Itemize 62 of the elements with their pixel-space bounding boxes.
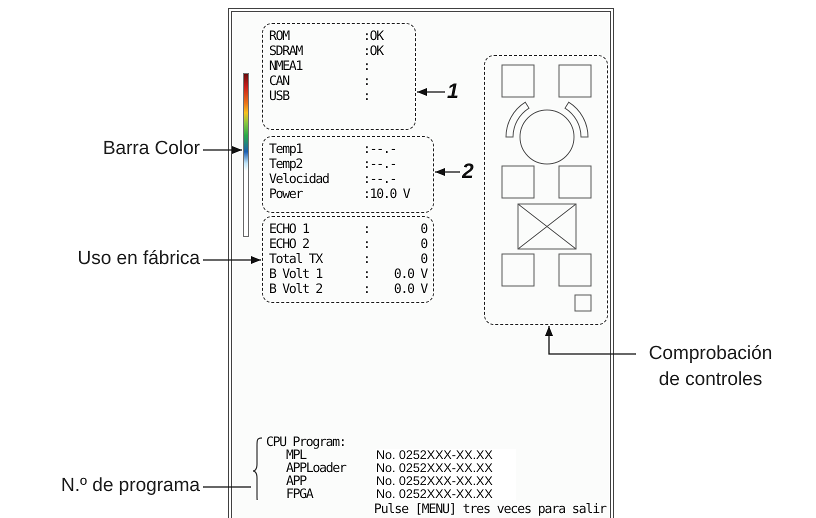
item-name: NMEA1 — [269, 59, 304, 74]
item-value: : — [363, 252, 371, 267]
callout-label: Comprobación de controles — [648, 342, 774, 392]
item-name: Power — [269, 187, 304, 202]
item-value: : — [363, 267, 371, 282]
program-heading: CPU Program: — [266, 436, 347, 449]
item-name: Temp1 — [269, 142, 304, 157]
callout-number: 2 — [462, 159, 474, 185]
controls-check-panel — [484, 55, 608, 325]
display-screen — [228, 8, 614, 518]
item-value: : — [363, 222, 371, 237]
arrow — [417, 88, 445, 96]
program-number: No. 0252XXX-XX.XX — [376, 462, 516, 475]
arrow — [545, 326, 636, 355]
program-name: FPGA — [285, 488, 314, 500]
item-value: : — [363, 237, 371, 252]
item-value: 0.0 V — [392, 267, 427, 282]
item-name: Total TX — [269, 252, 324, 267]
item-name: Temp2 — [269, 157, 304, 172]
item-name: ECHO 1 — [269, 222, 310, 237]
item-value: :--.- — [363, 142, 398, 157]
status-panel — [262, 216, 434, 303]
item-name: ECHO 2 — [269, 237, 310, 252]
program-number: No. 0252XXX-XX.XX — [376, 475, 516, 488]
item-value: 0 — [419, 222, 427, 237]
item-value: 0 — [419, 252, 427, 267]
callout-number: 1 — [447, 79, 459, 105]
program-number: No. 0252XXX-XX.XX — [376, 449, 516, 462]
item-value: 0 — [419, 237, 427, 252]
item-value: :OK — [363, 29, 384, 44]
program-name: APP — [285, 475, 306, 488]
item-value: 0.0 V — [392, 282, 427, 297]
color-bar — [243, 73, 249, 237]
callout-label: N.º de programa — [61, 474, 200, 498]
item-name: ROM — [269, 29, 290, 44]
item-value: :OK — [363, 44, 384, 59]
arrow — [203, 256, 261, 264]
item-value: :--.- — [363, 172, 398, 187]
status-panel — [262, 23, 416, 130]
item-name: SDRAM — [269, 44, 304, 59]
status-panel — [262, 136, 434, 213]
item-value: :10.0 V — [363, 187, 411, 202]
program-number: No. 0252XXX-XX.XX — [376, 488, 516, 500]
item-name: B Volt 2 — [269, 282, 324, 297]
arrow — [203, 146, 242, 154]
item-value: : — [363, 74, 371, 89]
exit-instruction: Pulse [MENU] tres veces para salir — [374, 503, 606, 517]
item-name: USB — [269, 89, 290, 104]
item-value: :--.- — [363, 157, 398, 172]
item-name: Velocidad — [269, 172, 330, 187]
program-list — [252, 436, 516, 500]
item-name: CAN — [269, 74, 290, 89]
leader-line — [203, 486, 251, 488]
program-name: APPLoader — [285, 462, 348, 475]
callout-label: Uso en fábrica — [77, 247, 200, 271]
item-name: B Volt 1 — [269, 267, 324, 282]
arrow — [435, 168, 460, 176]
item-value: : — [363, 89, 371, 104]
program-name: MPL — [285, 449, 306, 462]
callout-label: Barra Color — [102, 137, 200, 161]
item-value: : — [363, 282, 371, 297]
item-value: : — [363, 59, 371, 74]
